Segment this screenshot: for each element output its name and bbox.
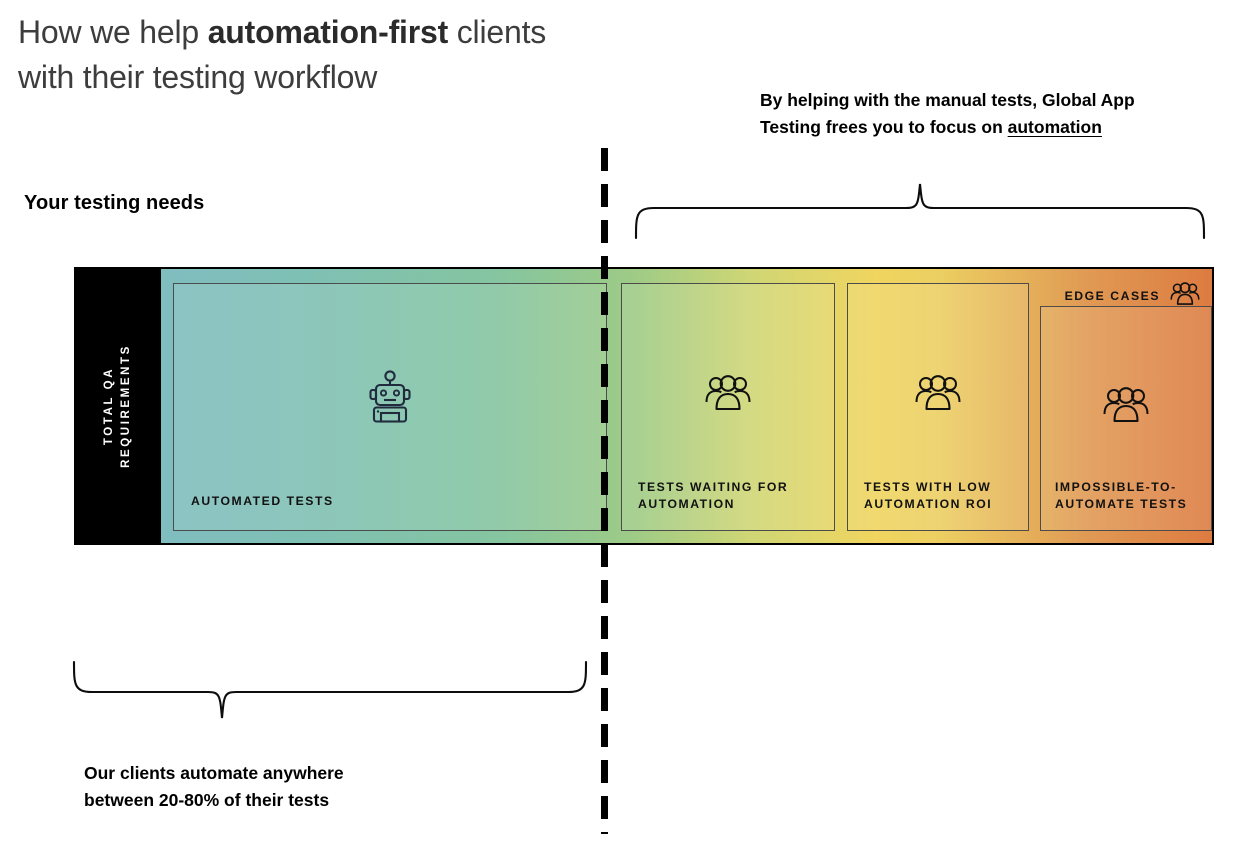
- panel-automated-tests[interactable]: AUTOMATED TESTS: [173, 283, 607, 531]
- panel-label-tests-waiting-for-automation: TESTS WAITING FOR AUTOMATION: [638, 480, 789, 511]
- automation-focus-note: By helping with the manual tests, Global…: [760, 87, 1230, 141]
- edge-cases-label: EDGE CASES: [1064, 289, 1160, 303]
- edge-cases-header: EDGE CASES: [1065, 282, 1200, 310]
- axis-label-line2: REQUIREMENTS: [119, 344, 132, 468]
- panel-impossible-to-automate-tests[interactable]: IMPOSSIBLE-TO- AUTOMATE TESTS: [1040, 306, 1212, 531]
- people-group-icon: [705, 375, 751, 416]
- client-automation-note-line1: Our clients automate anywhere: [84, 763, 344, 783]
- client-automation-note: Our clients automate anywhere between 20…: [84, 760, 504, 814]
- total-qa-requirements-axis-label: TOTAL QA REQUIREMENTS: [101, 344, 135, 468]
- page-title: How we help automation-first clients wit…: [18, 10, 738, 100]
- page-title-emphasis: automation-first: [207, 14, 449, 50]
- people-group-icon: [1170, 282, 1200, 310]
- page-title-line1-pre: How we help: [18, 14, 208, 50]
- robot-icon: [368, 370, 412, 429]
- panel-tests-waiting-for-automation[interactable]: TESTS WAITING FOR AUTOMATION: [621, 283, 835, 531]
- panel-label-impossible-to-automate-tests: IMPOSSIBLE-TO- AUTOMATE TESTS: [1055, 480, 1188, 511]
- people-group-icon: [1103, 386, 1149, 427]
- your-testing-needs-label: Your testing needs: [24, 192, 205, 214]
- manual-tests-brace: [630, 182, 1210, 245]
- automation-focus-note-line2: Testing frees you to focus on: [760, 117, 1008, 137]
- panel-tests-with-low-automation-roi[interactable]: TESTS WITH LOW AUTOMATION ROI: [847, 283, 1029, 531]
- client-automation-brace: [68, 660, 592, 727]
- page-title-line2: with their testing workflow: [18, 59, 378, 95]
- qa-requirements-bar: TOTAL QA REQUIREMENTS: [74, 267, 1214, 545]
- brace-bottom-svg: [72, 660, 588, 719]
- panel-label-automated-tests: AUTOMATED TESTS: [191, 494, 334, 508]
- axis-label-line1: TOTAL QA: [102, 366, 115, 446]
- client-automation-note-line2: between 20-80% of their tests: [84, 790, 330, 810]
- total-qa-requirements-axis: TOTAL QA REQUIREMENTS: [74, 267, 161, 545]
- automation-link[interactable]: automation: [1007, 117, 1102, 137]
- people-group-icon: [915, 375, 961, 416]
- brace-top-svg: [634, 183, 1206, 240]
- automation-focus-note-line1: By helping with the manual tests, Global…: [760, 90, 1135, 110]
- panel-label-tests-with-low-automation-roi: TESTS WITH LOW AUTOMATION ROI: [864, 480, 993, 511]
- test-spectrum-gradient: AUTOMATED TESTS TESTS WAITING FOR AUTOMA…: [161, 269, 1212, 543]
- manual-automated-divider: [601, 148, 608, 834]
- page-title-line1-post: clients: [448, 14, 547, 50]
